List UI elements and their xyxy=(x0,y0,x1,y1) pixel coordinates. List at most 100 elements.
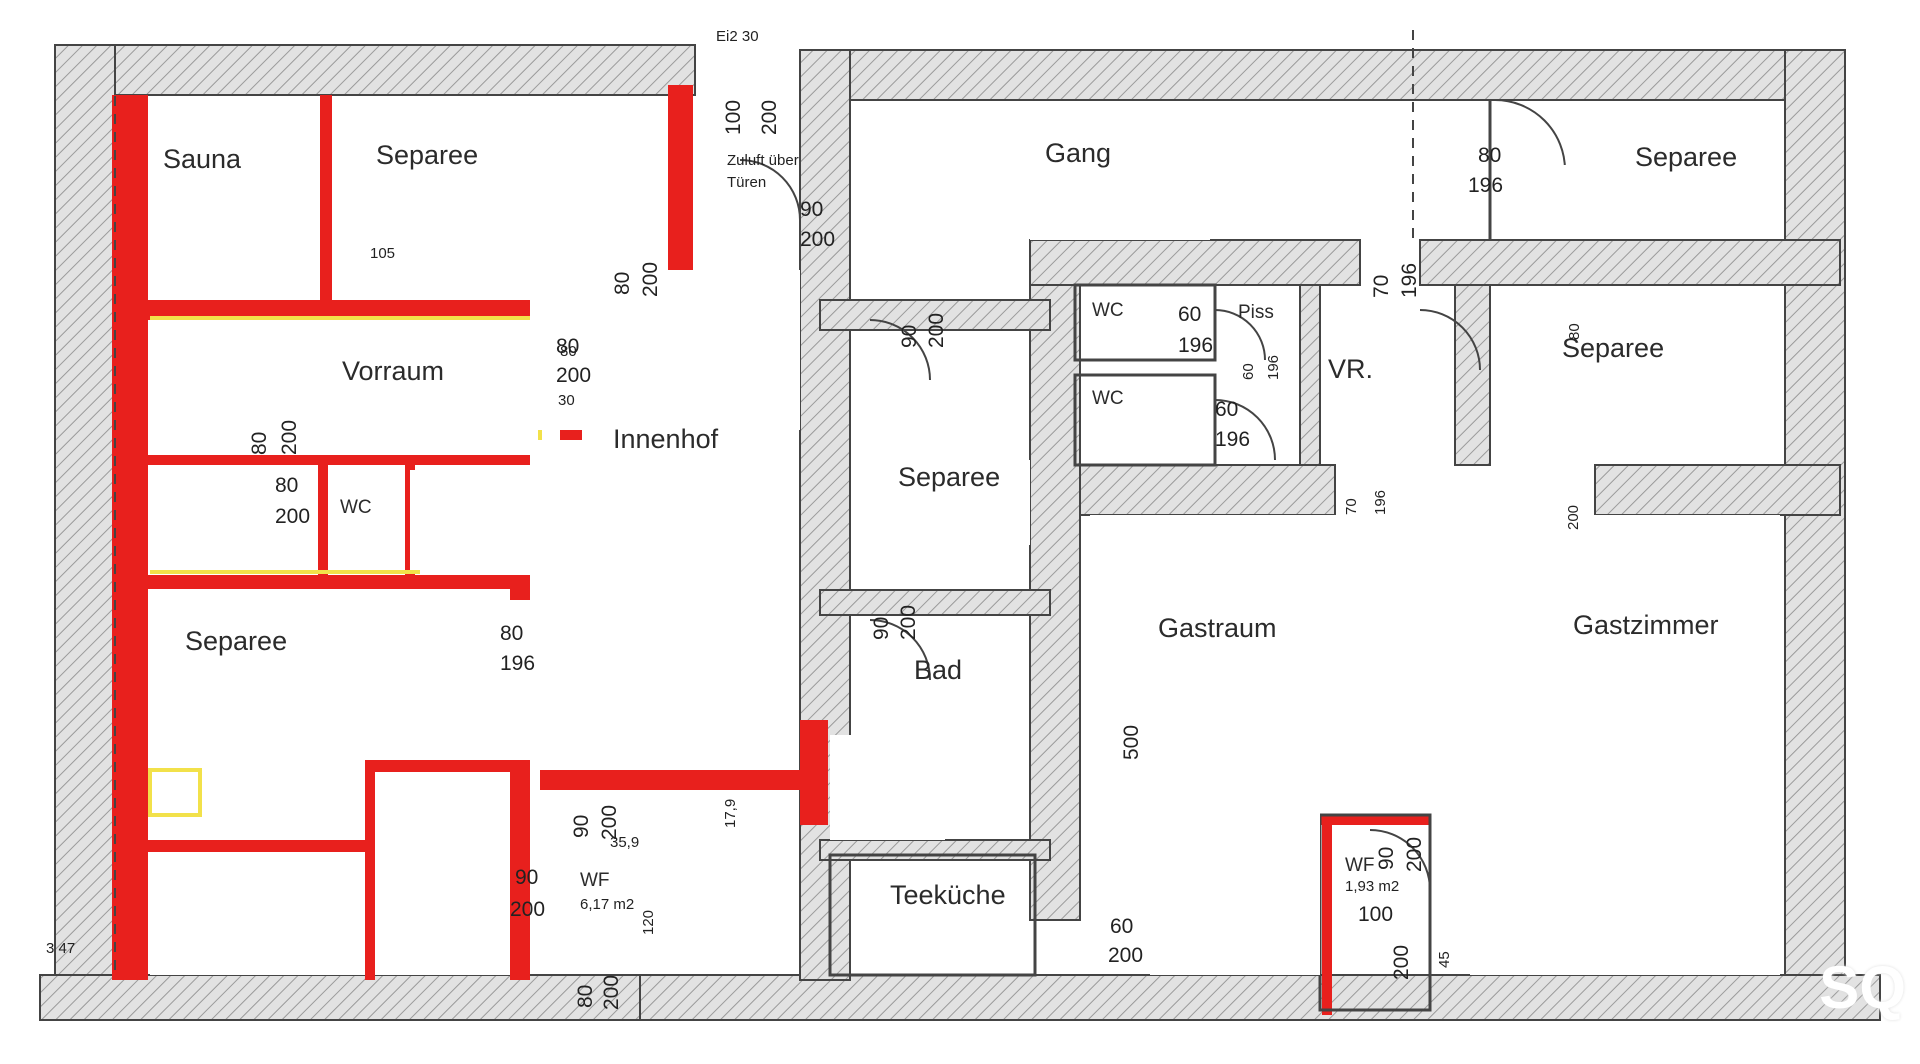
new-wall-stair-top xyxy=(540,770,800,790)
door-swing-3 xyxy=(869,319,931,381)
dim-20: 200 xyxy=(278,419,301,455)
annotation-tueren: Türen xyxy=(727,174,767,191)
wall-bottom-right xyxy=(639,974,1881,1021)
dim-25: 90 xyxy=(870,616,893,640)
dim-4: 200 xyxy=(800,228,836,251)
room-label-separee-center: Separee xyxy=(898,462,1001,492)
room-label-teekueche: Teeküche xyxy=(890,880,1006,910)
door-swing-2 xyxy=(1494,99,1566,171)
dim-43: 80 xyxy=(1566,323,1583,340)
room-label-wc-2: WC xyxy=(1092,388,1124,409)
mask-separee-right xyxy=(1555,360,1700,400)
dim-39: 70 xyxy=(1343,498,1360,515)
dim-9: 70 xyxy=(1370,274,1393,298)
new-wall-stair-left xyxy=(510,760,530,980)
mask-separee xyxy=(332,100,562,295)
annotation-area-left: 6,17 m2 xyxy=(580,896,635,913)
dim-23: 80 xyxy=(500,622,524,645)
door-swing-4 xyxy=(869,619,931,681)
mask-gang xyxy=(1030,165,1210,240)
dim-6: 196 xyxy=(1468,174,1504,197)
dim-26: 200 xyxy=(897,604,920,640)
dim-12: 200 xyxy=(925,312,948,348)
dim-32: 200 xyxy=(600,974,623,1010)
mask-bad xyxy=(830,735,945,840)
mask-bath xyxy=(150,855,365,975)
wall-gastraum-top xyxy=(1079,464,1336,516)
annotation-corner: 3 47 xyxy=(46,940,76,957)
room-label-piss: Piss xyxy=(1238,302,1274,323)
dim-16: 196 xyxy=(1215,428,1251,451)
mask-wc-right xyxy=(410,470,550,570)
dim-10: 196 xyxy=(1398,262,1421,298)
room-label-wf-right: WF xyxy=(1345,855,1375,876)
room-label-sauna: Sauna xyxy=(163,144,242,174)
mask-vr xyxy=(1325,365,1445,445)
room-label-wc-1: WC xyxy=(1092,300,1124,321)
annotation-stair-2: 17,9 xyxy=(722,798,739,828)
mask-separee-mid xyxy=(150,600,505,750)
wall-gastraum-left xyxy=(1029,239,1081,921)
room-label-bad: Bad xyxy=(914,655,963,685)
wc-box-2 xyxy=(1073,373,1217,467)
annotation-ei: Ei2 30 xyxy=(716,28,759,45)
dim-5: 80 xyxy=(1478,144,1502,167)
dim-2: 200 xyxy=(758,99,781,135)
dim-13: 60 xyxy=(1178,303,1202,326)
wall-wc-top xyxy=(1029,239,1361,286)
room-label-separee-right: Separee xyxy=(1562,333,1665,363)
yellow-box xyxy=(148,768,202,817)
room-label-separee-mid-left: Separee xyxy=(185,626,288,656)
wall-left xyxy=(54,44,116,976)
mask-bath-2 xyxy=(375,780,510,975)
dim-48: 105 xyxy=(370,245,396,262)
dim-41: 200 xyxy=(1565,504,1582,530)
dim-14: 196 xyxy=(1178,334,1214,357)
annotation-stair-1: 35,9 xyxy=(610,834,640,851)
dim-31: 80 xyxy=(574,984,597,1008)
wall-separee-right-top xyxy=(1419,239,1841,286)
dim-21: 80 xyxy=(275,474,299,497)
mask-innenhof xyxy=(530,440,790,770)
dim-33: 60 xyxy=(1110,915,1134,938)
room-label-separee-top-left: Separee xyxy=(376,140,479,170)
brand-logo: SQ xyxy=(1819,954,1906,1021)
door-swing-10 xyxy=(1369,829,1431,891)
new-wall-bad xyxy=(800,720,828,825)
dim-38: 200 xyxy=(1390,944,1413,980)
wall-gastzimmer-top xyxy=(1594,464,1841,516)
door-swing-1 xyxy=(739,159,801,221)
new-wall-wc-top xyxy=(148,455,568,465)
mask-gastraum-2 xyxy=(1150,610,1320,975)
dim-11: 90 xyxy=(898,324,921,348)
wall-top-right xyxy=(799,49,1846,101)
dim-35: 90 xyxy=(1375,846,1398,870)
room-label-innenhof: Innenhof xyxy=(613,424,719,454)
dim-47: 80 xyxy=(560,343,577,360)
mask-separee-center xyxy=(890,460,1030,545)
wall-bottom-left xyxy=(39,974,641,1021)
dim-45: 196 xyxy=(1265,354,1282,380)
new-wall-wf xyxy=(1320,815,1430,825)
door-swing-8 xyxy=(1214,399,1276,461)
annotation-dim-500: 500 xyxy=(1120,724,1143,760)
room-label-vorraum: Vorraum xyxy=(342,356,445,386)
mask-innenhof-top xyxy=(530,270,800,430)
dim-17: 80 xyxy=(556,335,580,358)
new-wall-shower xyxy=(365,760,375,980)
room-label-wc-left: WC xyxy=(340,497,372,518)
masks xyxy=(150,100,1780,975)
room-label-vr: VR. xyxy=(1328,354,1374,384)
annotation-stair-3: 120 xyxy=(640,909,657,935)
room-label-gastraum: Gastraum xyxy=(1158,613,1277,643)
dim-8: 200 xyxy=(639,261,662,297)
dim-24: 196 xyxy=(500,652,536,675)
teekueche-box xyxy=(828,853,1037,977)
new-wall-wc-left xyxy=(318,455,328,575)
door-swing-9 xyxy=(1214,309,1266,361)
wc-box-1 xyxy=(1073,283,1217,362)
wall-separee-top xyxy=(819,299,1051,331)
room-label-separee-top-right: Separee xyxy=(1635,142,1738,172)
wall-teekueche-top xyxy=(819,839,1051,861)
dim-34: 200 xyxy=(1108,944,1144,967)
